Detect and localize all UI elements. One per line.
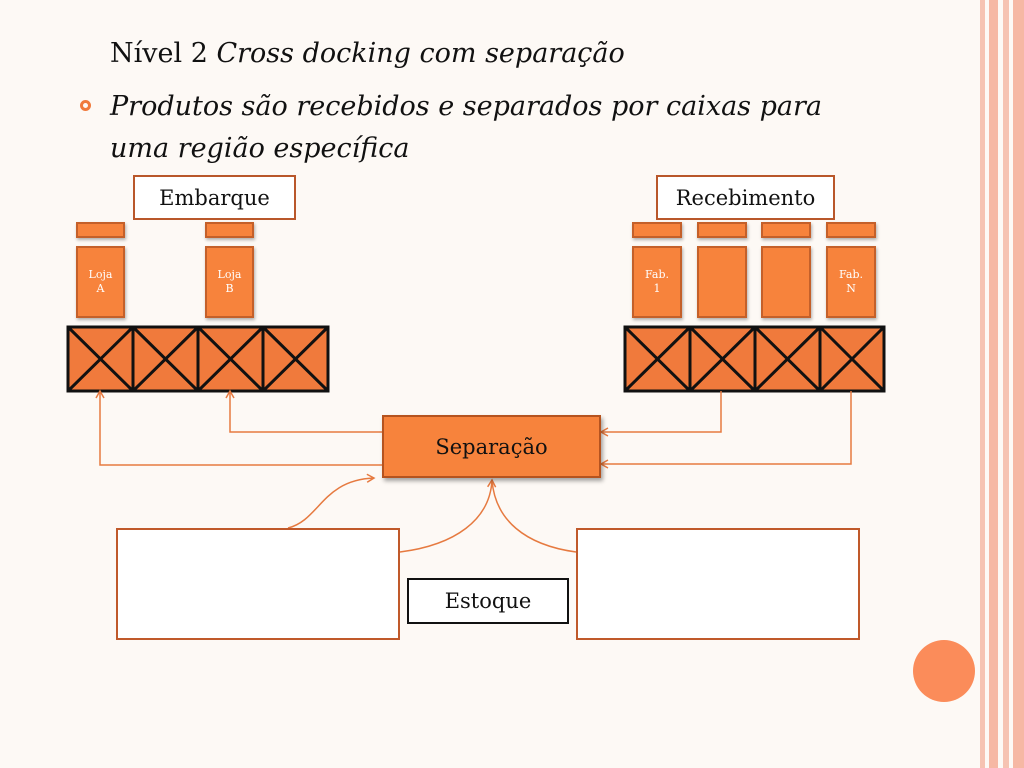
store-label-line1: Loja [217, 268, 242, 281]
decor-stripe [980, 0, 985, 768]
bullet-text: Produtos são recebidos e separados por c… [110, 91, 823, 164]
dock-recebimento [623, 325, 886, 393]
decor-stripe [1003, 0, 1009, 768]
decor-circle [913, 640, 975, 702]
store-label-line2: A [96, 282, 105, 295]
factory-cap [826, 222, 876, 238]
factory-column: Fab. 1 [632, 246, 682, 318]
factory-cap [697, 222, 747, 238]
store-label-line2: B [225, 282, 234, 295]
factory-label-line1: Fab. [645, 268, 669, 281]
estoque-label: Estoque [407, 578, 569, 624]
factory-label-line1: Fab. [839, 268, 863, 281]
decor-stripe [1013, 0, 1024, 768]
slide-title: Nível 2 Cross docking com separação [110, 38, 625, 69]
factory-column: Fab. N [826, 246, 876, 318]
store-cap [76, 222, 125, 238]
factory-column [697, 246, 747, 318]
arrow-stock-left-curve [287, 473, 376, 529]
title-italic: Cross docking com separação [216, 38, 625, 69]
dock-embarque [66, 325, 330, 393]
bullet-icon [80, 100, 91, 111]
title-prefix: Nível 2 [110, 38, 208, 69]
embarque-label: Embarque [133, 175, 296, 220]
arrow-from-fab-n [599, 391, 852, 469]
factory-cap [761, 222, 811, 238]
arrow-stock-up-right [491, 479, 577, 553]
arrow-to-loja-b [225, 389, 382, 433]
store-column: Loja B [205, 246, 254, 318]
separacao-box: Separação [382, 415, 601, 478]
arrow-to-loja-a [95, 389, 382, 466]
arrow-stock-up-left [399, 478, 497, 553]
storage-box-right [576, 528, 860, 640]
store-label-line1: Loja [88, 268, 113, 281]
factory-column [761, 246, 811, 318]
recebimento-label: Recebimento [656, 175, 835, 220]
store-cap [205, 222, 254, 238]
factory-label-line2: 1 [653, 282, 661, 295]
factory-cap [632, 222, 682, 238]
storage-box-left [116, 528, 400, 640]
decor-stripe [989, 0, 998, 768]
factory-label-line2: N [846, 282, 856, 295]
store-column: Loja A [76, 246, 125, 318]
arrow-from-fab-1 [599, 391, 722, 437]
